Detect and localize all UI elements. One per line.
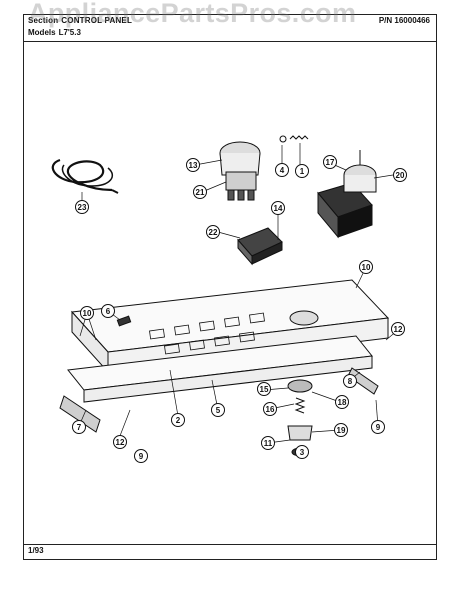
callout-11: 11	[261, 436, 275, 450]
timer-part	[219, 141, 261, 201]
models-value: L7'5.3	[58, 28, 81, 37]
callout-5: 5	[211, 403, 225, 417]
callout-12a: 12	[113, 435, 127, 449]
callout-12b-label: 12	[394, 325, 403, 334]
callout-6: 6	[101, 304, 115, 318]
callout-3-label: 3	[300, 448, 305, 457]
callout-19-label: 19	[337, 426, 346, 435]
motor-part	[317, 150, 377, 239]
section-title: CONTROL PANEL	[61, 16, 133, 25]
callout-18-label: 18	[338, 398, 347, 407]
part-number: P/N 16000466	[378, 16, 430, 25]
callout-5-label: 5	[216, 406, 221, 415]
callout-22: 22	[206, 225, 220, 239]
callout-11-label: 11	[264, 439, 273, 448]
callout-17-label: 17	[326, 158, 335, 167]
callout-4-label: 4	[280, 166, 285, 175]
callout-15-label: 15	[260, 385, 269, 394]
callout-20-label: 20	[396, 171, 405, 180]
callout-10b-label: 10	[362, 263, 371, 272]
callout-10a: 10	[80, 306, 94, 320]
callout-1-label: 1	[300, 167, 305, 176]
callout-23: 23	[75, 200, 89, 214]
end-bracket-part	[59, 367, 379, 433]
callout-7: 7	[72, 420, 86, 434]
callout-9b: 9	[371, 420, 385, 434]
callout-2: 2	[171, 413, 185, 427]
wire-harness-part	[51, 158, 119, 194]
callout-7-label: 7	[77, 423, 82, 432]
callout-1: 1	[295, 164, 309, 178]
callout-10b: 10	[359, 260, 373, 274]
callout-19: 19	[334, 423, 348, 437]
footer-date: 1/93	[28, 546, 44, 555]
callout-16: 16	[263, 402, 277, 416]
callout-14: 14	[271, 201, 285, 215]
callout-2-label: 2	[176, 416, 181, 425]
callout-3: 3	[295, 445, 309, 459]
callout-18: 18	[335, 395, 349, 409]
spring-part	[279, 135, 309, 143]
section-label: Section	[28, 16, 59, 25]
models-label: Models	[28, 28, 56, 37]
knob-assembly-part	[287, 379, 313, 457]
watermark: AppliancePartsPros.com	[28, 0, 357, 28]
callout-13: 13	[186, 158, 200, 172]
callout-12b: 12	[391, 322, 405, 336]
callout-21: 21	[193, 185, 207, 199]
callout-21-label: 21	[196, 188, 205, 197]
callout-4: 4	[275, 163, 289, 177]
callout-9b-label: 9	[376, 423, 381, 432]
callout-8: 8	[343, 374, 357, 388]
push-button-switch-part	[237, 227, 283, 266]
callout-9a-label: 9	[139, 452, 144, 461]
callout-22-label: 22	[209, 228, 218, 237]
callout-16-label: 16	[266, 405, 275, 414]
callout-12a-label: 12	[116, 438, 125, 447]
footer: 1/93	[24, 544, 436, 559]
callout-17: 17	[323, 155, 337, 169]
callout-10a-label: 10	[83, 309, 92, 318]
callout-8-label: 8	[348, 377, 353, 386]
callout-15: 15	[257, 382, 271, 396]
callout-14-label: 14	[274, 204, 283, 213]
callout-9a: 9	[134, 449, 148, 463]
callout-20: 20	[393, 168, 407, 182]
callout-13-label: 13	[189, 161, 198, 170]
control-panel-console	[67, 279, 390, 403]
callout-6-label: 6	[106, 307, 111, 316]
callout-23-label: 23	[78, 203, 87, 212]
